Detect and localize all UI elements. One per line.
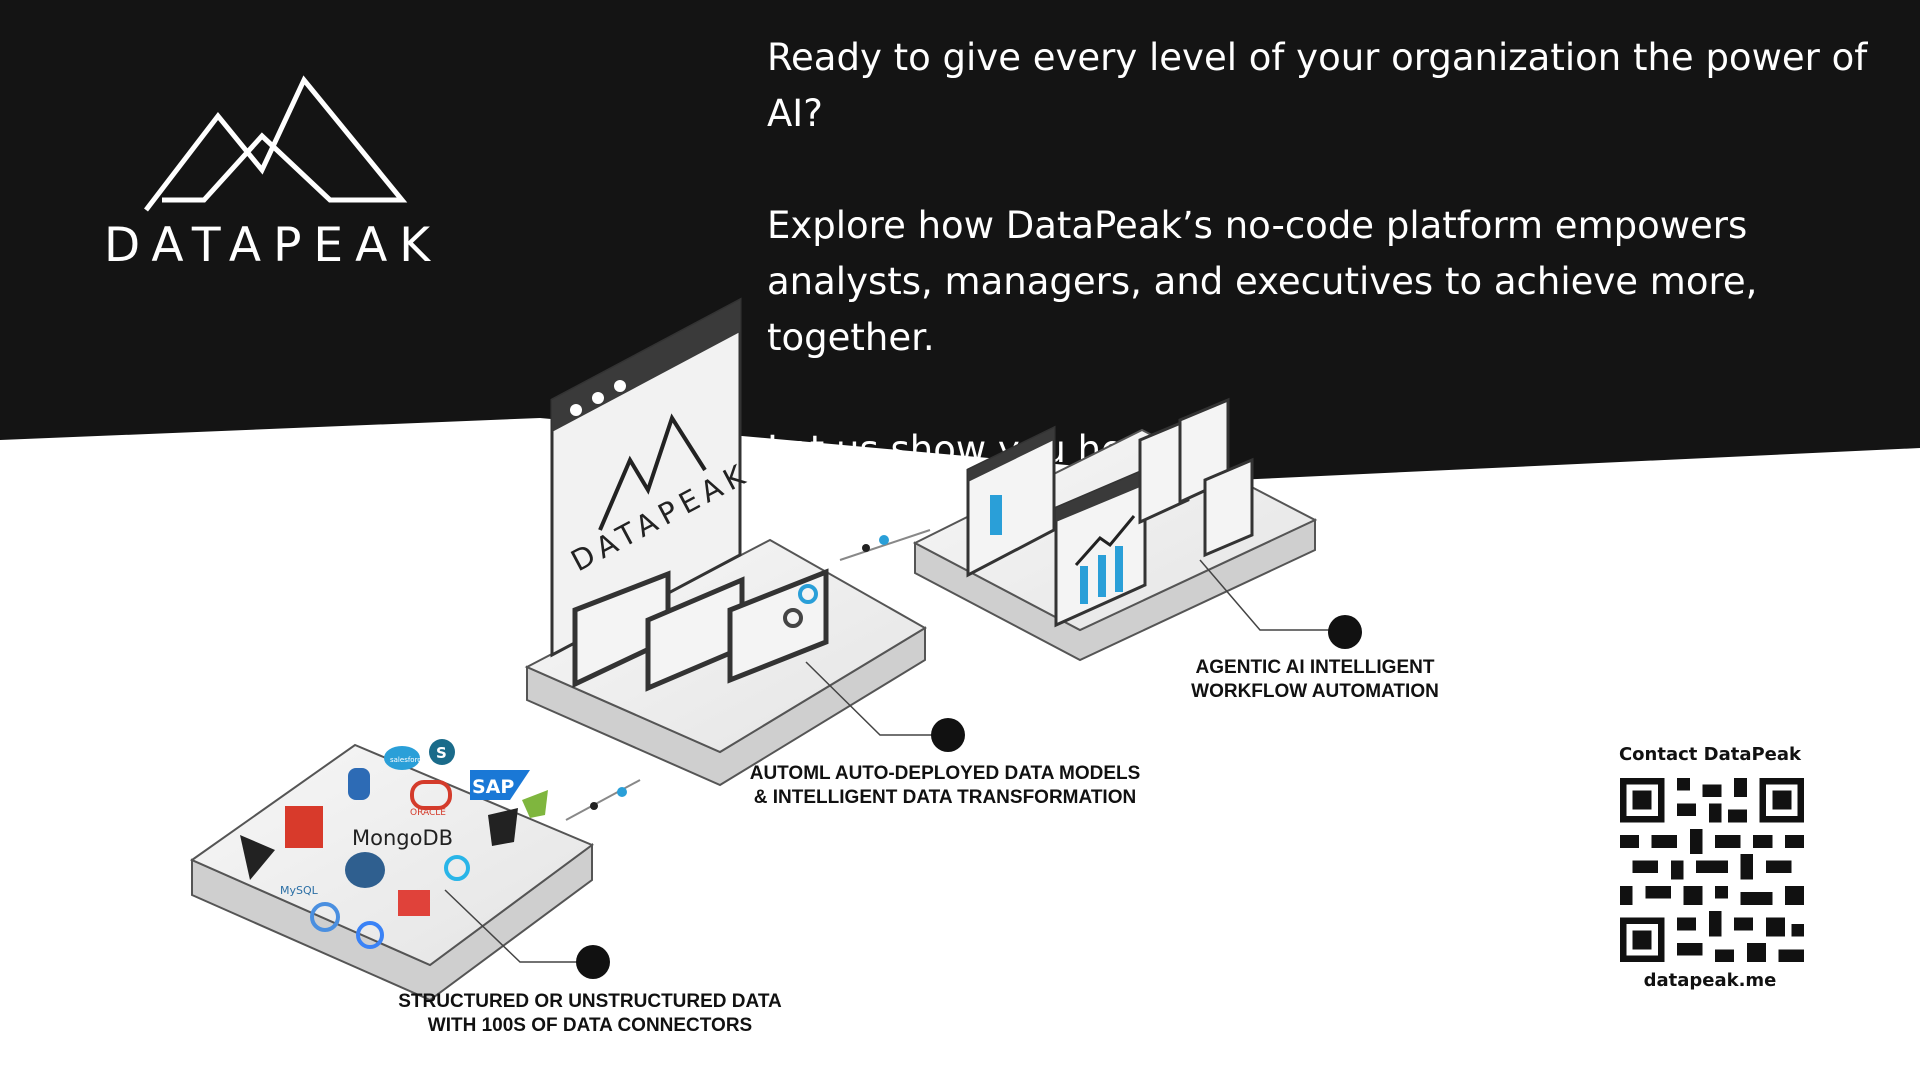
dynamics-icon [240, 835, 275, 880]
svg-text:MongoDB: MongoDB [352, 826, 453, 850]
looker-icon [356, 921, 384, 949]
connector-icons: salesforce S SAP ORACLE MongoDB MySQL [240, 739, 548, 949]
sharepoint-icon [429, 739, 455, 765]
data-connectors-platform [189, 743, 595, 1002]
sap-icon [470, 770, 530, 800]
salesforce-icon [384, 746, 420, 770]
headline-line-2: Explore how DataPeak’s no-code platform … [767, 204, 1758, 359]
oracle-icon [410, 780, 452, 810]
workflow-windows [966, 397, 1254, 628]
mountain-peak-logo-icon [144, 75, 408, 212]
callout-dot-agentic [1328, 615, 1362, 649]
bigquery-icon [310, 902, 340, 932]
snowflake-icon [444, 855, 470, 881]
contact-url[interactable]: datapeak.me [1643, 970, 1777, 991]
qr-code-icon[interactable] [1620, 778, 1804, 962]
svg-text:salesforce: salesforce [390, 756, 425, 764]
headline-line-1: Ready to give every level of your organi… [767, 36, 1868, 135]
caption-automl: AUTOML AUTO-DEPLOYED DATA MODELS & INTEL… [749, 763, 1141, 808]
postgresql-icon [345, 852, 385, 888]
flow-connectors [565, 529, 931, 821]
callout-dot-automl [931, 718, 965, 752]
callout-dot-data [576, 945, 610, 979]
svg-text:ORACLE: ORACLE [410, 808, 446, 818]
database-icon [348, 768, 370, 800]
callouts [444, 559, 1345, 963]
aws-s3-icon [285, 806, 323, 848]
shopify-icon [522, 790, 548, 818]
databricks-icon [398, 890, 430, 916]
svg-text:MySQL: MySQL [280, 884, 319, 897]
svg-text:SAP: SAP [472, 776, 514, 798]
contact-label: Contact DataPeak [1618, 744, 1802, 765]
model-cards [572, 568, 829, 692]
caption-data-connectors: STRUCTURED OR UNSTRUCTURED DATA WITH 100… [398, 991, 782, 1036]
caption-agentic: AGENTIC AI INTELLIGENT WORKFLOW AUTOMATI… [1191, 657, 1439, 702]
brand-name: DATAPEAK [104, 218, 443, 273]
svg-text:S: S [436, 744, 447, 762]
headline: Ready to give every level of your organi… [767, 30, 1897, 534]
platform-window: DATAPEAK [550, 297, 756, 658]
verify-icon [488, 808, 518, 846]
